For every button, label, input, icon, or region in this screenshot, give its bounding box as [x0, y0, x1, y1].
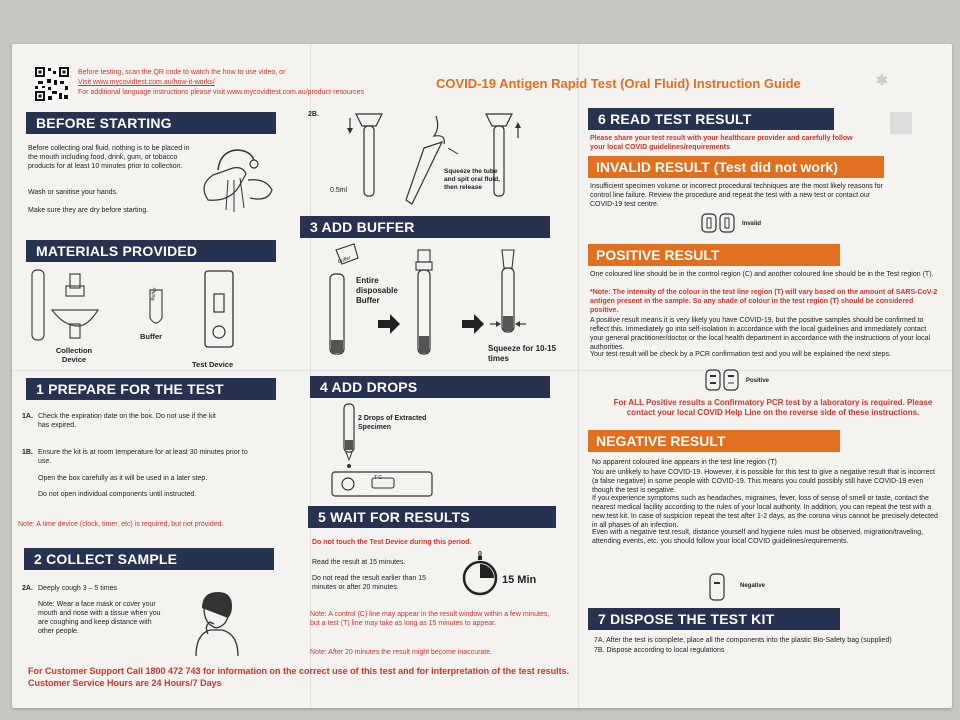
negative-result-text2: You are unlikely to have COVID-19. Howev…	[592, 469, 935, 494]
instruction-sheet: Before testing, scan the QR code to watc…	[12, 44, 952, 708]
collect-note: Note: Wear a face mask or cover your mou…	[38, 601, 161, 635]
device-window-marks: T C	[374, 475, 382, 481]
collect-heading: 2 COLLECT SAMPLE	[24, 548, 274, 570]
invalid-label: Invalid	[742, 221, 762, 227]
read-result-heading: 6 READ TEST RESULT	[588, 108, 834, 130]
positive-result-text2: A positive result means it is very likel…	[590, 317, 931, 351]
prepare-heading: 1 PREPARE FOR THE TEST	[26, 378, 276, 400]
wait-warning: Do not touch the Test Device during this…	[312, 539, 472, 546]
dispose-heading: 7 DISPOSE THE TEST KIT	[588, 608, 840, 630]
before-starting-para1: Before collecting oral fluid, nothing is…	[28, 145, 190, 170]
add-drops-heading: 4 ADD DROPS	[310, 376, 550, 398]
page-title: COVID-19 Antigen Rapid Test (Oral Fluid)…	[436, 76, 801, 91]
step-1a-text: Check the expiration date on the box. Do…	[38, 413, 216, 429]
step-2a-label: 2A.	[22, 585, 33, 592]
spit-into-tube-illustration	[347, 113, 521, 205]
step-1a-label: 1A.	[22, 413, 33, 420]
dispose-step-7b: 7B. Dispose according to local regulatio…	[594, 647, 725, 654]
step-1b-dont-open: Do not open individual components until …	[38, 491, 197, 498]
positive-result-text1: One coloured line should be in the contr…	[590, 271, 934, 278]
add-buffer-heading: 3 ADD BUFFER	[300, 216, 550, 238]
negative-result-text3: If you experience symptoms such as heada…	[592, 495, 938, 529]
positive-test-strip-icon	[705, 369, 739, 391]
negative-result-heading: NEGATIVE RESULT	[588, 430, 840, 452]
entire-buffer-caption: Entire disposable Buffer	[356, 276, 398, 305]
wait-note-inaccurate: Note: After 20 minutes the result might …	[310, 649, 493, 656]
customer-support-line: For Customer Support Call 1800 472 743 f…	[28, 666, 570, 676]
timer-icon	[462, 556, 498, 596]
coughing-person-icon	[195, 592, 239, 657]
test-device-icon	[204, 270, 234, 348]
customer-service-hours: Customer Service Hours are 24 Hours/7 Da…	[28, 678, 222, 688]
fold-crease	[12, 370, 952, 371]
qr-code-icon	[34, 66, 70, 102]
fold-crease	[578, 44, 579, 708]
timer-zero-label: 0	[478, 551, 482, 558]
negative-label: Negative	[740, 583, 766, 589]
test-device-label: Test Device	[192, 360, 234, 369]
prepare-note: Note: A time device (clock, timer, etc) …	[18, 521, 224, 528]
before-starting-para2: Wash or sanitise your hands.	[28, 189, 119, 196]
materials-heading: MATERIALS PROVIDED	[26, 240, 276, 262]
wait-dont-read: Do not read the result earlier than 15 m…	[312, 575, 427, 591]
wait-heading: 5 WAIT FOR RESULTS	[308, 506, 556, 528]
before-starting-para3: Make sure they are dry before starting.	[28, 207, 149, 214]
add-drops-caption: 2 Drops of Extracted Specimen	[358, 415, 427, 431]
wait-note-control-line: Note: A control (C) line may appear in t…	[310, 611, 550, 627]
positive-pcr-confirmation: For ALL Positive results a Confirmatory …	[613, 398, 933, 417]
read-result-subtext: Please share your test result with your …	[590, 135, 853, 151]
step-2b-label: 2B.	[308, 111, 319, 118]
squeeze-caption: Squeeze for 10-15 times	[488, 344, 557, 363]
add-drops-illustration	[331, 403, 433, 497]
negative-test-strip-icon	[709, 573, 725, 601]
invalid-result-heading: INVALID RESULT (Test did not work)	[588, 156, 884, 178]
language-instructions-link[interactable]: For additional language instructions ple…	[78, 89, 364, 96]
how-it-works-link[interactable]: Visit www.mycovidtest.com.au/how-it-work…	[78, 79, 215, 86]
buffer-label: Buffer	[140, 332, 163, 341]
step-2b-caption: Squeeze the tube and spit oral fluid, th…	[444, 168, 500, 191]
dispose-step-7a: 7A. After the test is complete, place al…	[594, 637, 892, 644]
invalid-test-strip-icon	[701, 213, 735, 233]
brand-watermark: ✱	[876, 72, 888, 88]
step-1b-open-box: Open the box carefully as it will be use…	[38, 475, 208, 482]
collection-device-icon	[31, 269, 100, 341]
positive-result-note: *Note: The intensity of the colour in th…	[590, 289, 938, 314]
step-1b-text: Ensure the kit is at room temperature fo…	[38, 449, 248, 465]
before-starting-heading: BEFORE STARTING	[26, 112, 276, 134]
positive-result-heading: POSITIVE RESULT	[588, 244, 840, 266]
add-buffer-illustration	[329, 243, 526, 355]
negative-result-text4: Even with a negative test result, distan…	[592, 529, 924, 545]
wait-read-time: Read the result at 15 minutes.	[312, 559, 406, 566]
invalid-result-text: Insufficient specimen volume or incorrec…	[590, 183, 883, 208]
timer-label: 15 Min	[502, 574, 537, 586]
hand-wash-icon	[203, 149, 273, 212]
qr-watermark-icon	[890, 112, 912, 134]
step-1b-label: 1B.	[22, 449, 33, 456]
collection-device-label: Collection Device	[55, 346, 93, 364]
volume-marker: 0.5ml	[330, 187, 348, 194]
positive-result-text3: Your test result will be check by a PCR …	[590, 351, 891, 358]
positive-label: Positive	[746, 378, 770, 384]
negative-result-text1: No apparent coloured line appears in the…	[592, 459, 777, 466]
step-2a-text: Deeply cough 3 – 5 times	[38, 585, 117, 592]
buffer-vial-icon	[149, 289, 163, 324]
qr-instructions-line1: Before testing, scan the QR code to watc…	[78, 69, 286, 76]
